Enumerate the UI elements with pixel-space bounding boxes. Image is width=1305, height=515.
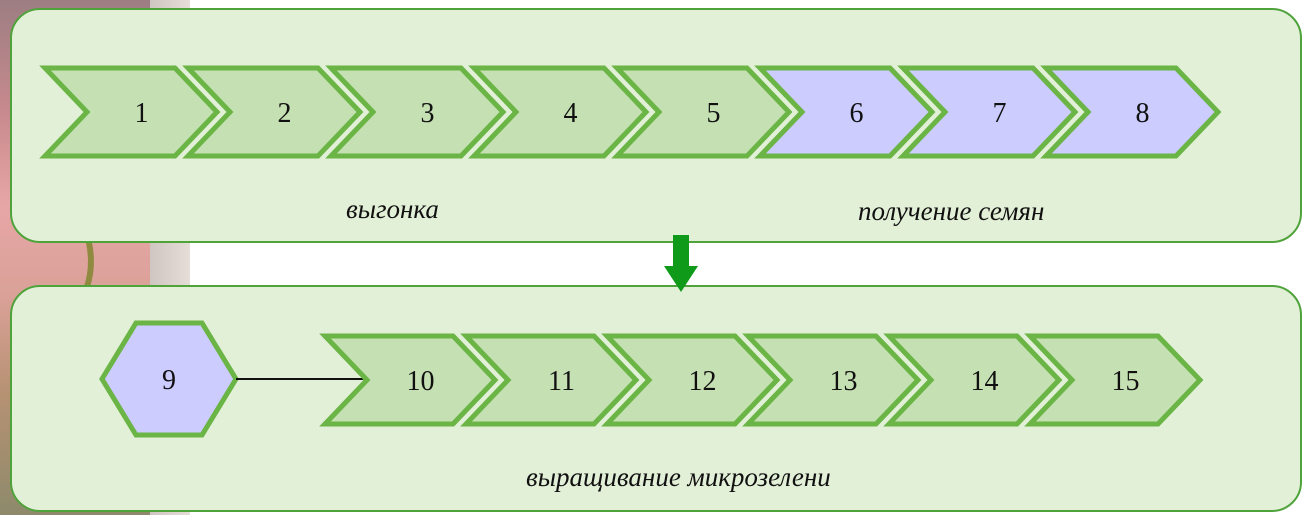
step-14: 14 [883,333,1063,427]
step-10-label: 10 [407,366,435,397]
step-6-label: 6 [850,98,864,129]
caption-forcing: выгонка [346,194,439,224]
step-11-label: 11 [548,366,575,397]
step-12: 12 [601,333,781,427]
step-2-label: 2 [278,98,292,129]
step-1-label: 1 [135,98,149,129]
caption-seed-production: получение семян [858,196,1045,226]
step-7: 7 [897,65,1079,159]
row1-chevrons: 1 2 3 4 5 6 7 8 [39,65,1222,159]
step-14-label: 14 [971,366,999,397]
step-5-label: 5 [707,98,721,129]
step-13: 13 [742,333,922,427]
row2-chevrons: 9 10 11 12 13 14 15 [99,320,1204,438]
step-4-label: 4 [564,98,578,129]
step-8: 8 [1040,65,1222,159]
step-12-label: 12 [689,366,717,397]
step-7-label: 7 [993,98,1007,129]
step-9-hexagon: 9 [99,320,239,438]
step-13-label: 13 [830,366,858,397]
step-2: 2 [182,65,364,159]
step-1: 1 [39,65,221,159]
step-9-label: 9 [162,365,176,396]
step-8-label: 8 [1136,98,1150,129]
step-5: 5 [611,65,793,159]
step-6: 6 [754,65,936,159]
step-11: 11 [460,333,640,427]
step-3: 3 [325,65,507,159]
step-15: 15 [1024,333,1204,427]
step-4: 4 [468,65,650,159]
caption-microgreens: выращивание микрозелени [526,462,831,492]
step-15-label: 15 [1112,366,1140,397]
step-3-label: 3 [421,98,435,129]
down-arrow-icon [664,235,698,292]
step-10: 10 [319,333,499,427]
